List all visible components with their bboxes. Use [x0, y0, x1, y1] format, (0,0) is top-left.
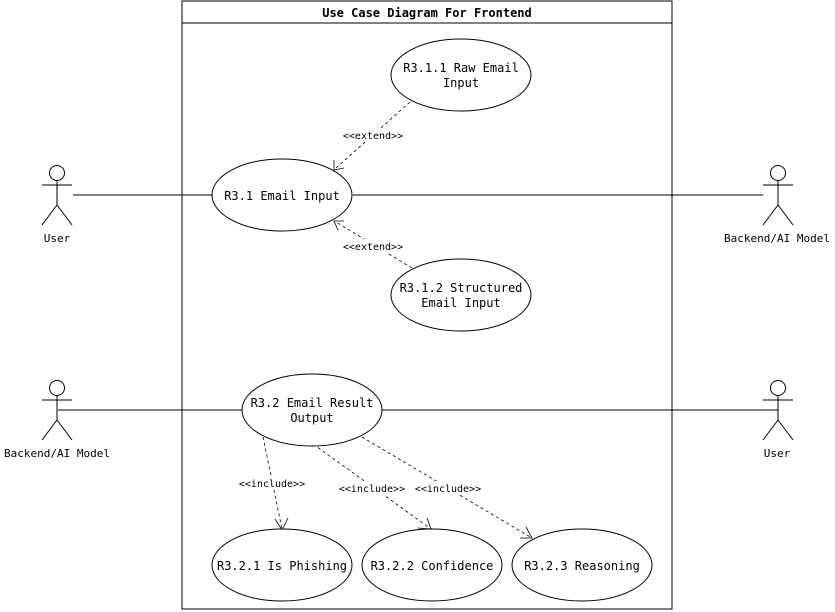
actor-backend-bottom: Backend/AI Model	[4, 380, 110, 460]
system-title: Use Case Diagram For Frontend	[322, 6, 532, 20]
actor-label: Backend/AI Model	[4, 447, 110, 460]
use-case-raw-email-input: R3.1.1 Raw Email Input	[390, 38, 532, 112]
svg-text:R3.2 Email Result: R3.2 Email Result	[251, 396, 374, 410]
use-case-email-input: R3.1 Email Input	[211, 158, 353, 232]
include-label-phishing: <<include>>	[239, 479, 305, 490]
svg-text:R3.1 Email Input: R3.1 Email Input	[224, 189, 340, 203]
svg-text:Input: Input	[443, 76, 479, 90]
svg-text:Output: Output	[290, 411, 333, 425]
include-label-confidence: <<include>>	[339, 484, 405, 495]
include-relation-reasoning: <<include>>	[361, 436, 533, 539]
actor-label: User	[764, 447, 791, 460]
svg-text:R3.1.2 Structured: R3.1.2 Structured	[400, 281, 523, 295]
use-case-is-phishing: R3.2.1 Is Phishing	[211, 528, 353, 602]
actor-user-top: User	[41, 165, 73, 245]
use-case-structured-email-input: R3.1.2 Structured Email Input	[390, 258, 532, 332]
include-label-reasoning: <<include>>	[415, 484, 481, 495]
actor-figure-icon	[762, 380, 794, 441]
extend-relation-raw: <<extend>>	[333, 101, 411, 171]
actor-figure-icon	[41, 380, 73, 441]
svg-text:R3.2.2 Confidence: R3.2.2 Confidence	[371, 559, 494, 573]
svg-text:Email Input: Email Input	[421, 296, 500, 310]
extend-label-structured: <<extend>>	[343, 242, 403, 253]
actor-label: User	[44, 232, 71, 245]
actor-backend-top: Backend/AI Model	[724, 165, 830, 245]
svg-text:R3.2.1 Is Phishing: R3.2.1 Is Phishing	[217, 559, 347, 573]
use-case-email-result-output: R3.2 Email Result Output	[241, 373, 383, 447]
extend-relation-structured: <<extend>>	[333, 220, 413, 269]
use-case-confidence: R3.2.2 Confidence	[361, 528, 503, 602]
include-relation-phishing: <<include>>	[236, 436, 308, 531]
svg-text:R3.1.1 Raw Email: R3.1.1 Raw Email	[403, 61, 519, 75]
actor-figure-icon	[762, 165, 794, 226]
svg-text:R3.2.3 Reasoning: R3.2.3 Reasoning	[524, 559, 640, 573]
actor-figure-icon	[41, 165, 73, 226]
extend-label-raw: <<extend>>	[343, 131, 403, 142]
actor-user-bottom: User	[762, 380, 794, 460]
use-case-reasoning: R3.2.3 Reasoning	[511, 528, 653, 602]
actor-label: Backend/AI Model	[724, 232, 830, 245]
